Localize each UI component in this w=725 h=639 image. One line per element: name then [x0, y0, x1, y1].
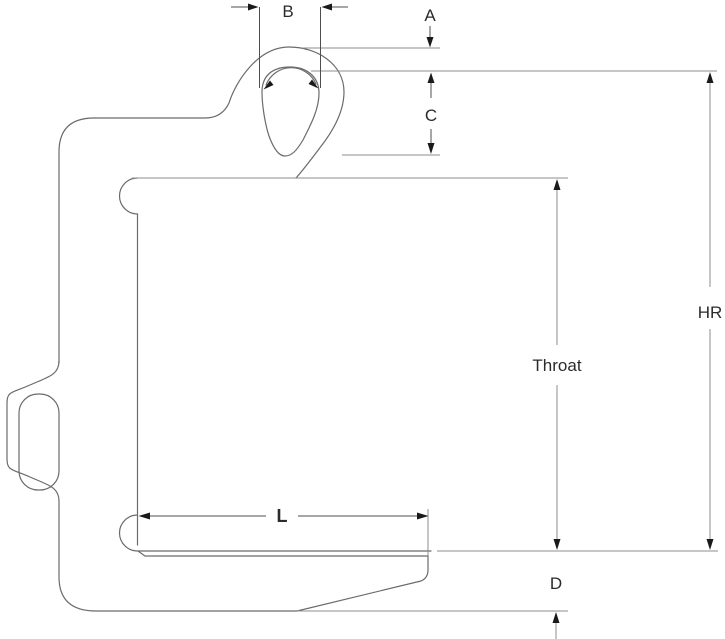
- dim-l-label: L: [277, 506, 288, 526]
- dim-throat-label: Throat: [532, 356, 581, 375]
- eye-hole: [261, 66, 320, 157]
- dim-l: L: [138, 506, 429, 526]
- dim-c-label: C: [425, 106, 437, 125]
- dim-a-arrowhead-down-icon: [426, 37, 434, 48]
- dim-b: B: [231, 2, 348, 88]
- jaw-pad-line: [137, 550, 429, 557]
- dim-throat-arrowhead-down-icon: [553, 539, 561, 550]
- dim-b-arrowhead-right-icon: [248, 3, 259, 11]
- dim-throat-arrowhead-up-icon: [553, 179, 561, 190]
- dim-hr-arrowhead-up-icon: [706, 72, 714, 83]
- dim-d-arrowhead-up-icon: [552, 612, 560, 623]
- dim-c: C: [425, 72, 437, 154]
- dim-c-arrowhead-up-icon: [427, 72, 435, 83]
- dim-d-label: D: [550, 574, 562, 593]
- clamp-body: [6, 46, 432, 612]
- handle-slot: [18, 393, 60, 491]
- body-outline-lower: [6, 360, 429, 612]
- body-outline-upper: [58, 46, 345, 364]
- dim-hr-label: HR: [698, 303, 723, 322]
- dim-b-arrowhead-left-icon: [321, 3, 332, 11]
- relief-notch-top: [118, 177, 139, 215]
- dim-hr-arrowhead-down-icon: [706, 539, 714, 550]
- dim-l-arrowhead-left-icon: [138, 512, 150, 520]
- seat-arc-arrowhead-left-icon: [263, 80, 274, 90]
- dim-throat: Throat: [532, 179, 582, 550]
- dim-d: D: [550, 574, 562, 639]
- relief-notch-bottom: [118, 514, 139, 552]
- dim-a: A: [424, 6, 436, 48]
- dim-a-label: A: [424, 6, 436, 25]
- seat-arc-arrowhead-right-icon: [308, 79, 319, 89]
- dim-hr: HR: [698, 72, 723, 550]
- extension-lines: [132, 47, 718, 612]
- eye-seat-arc: [265, 67, 317, 86]
- dim-c-arrowhead-down-icon: [427, 143, 435, 154]
- dim-l-arrowhead-right-icon: [417, 512, 429, 520]
- dim-b-label: B: [282, 2, 293, 21]
